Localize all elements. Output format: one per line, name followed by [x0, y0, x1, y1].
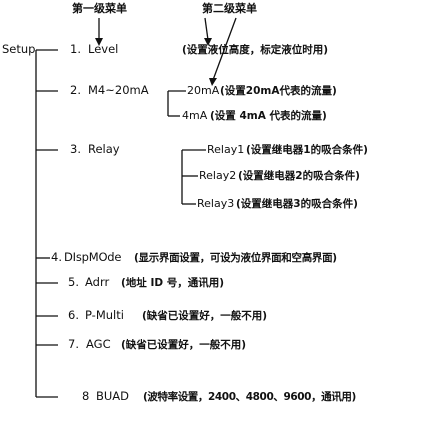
- item-name: DIspMOde: [64, 250, 122, 264]
- item-description: (波特率设置，2400、4800、9600，通讯用): [143, 391, 356, 403]
- root-label: Setup: [2, 42, 36, 56]
- submenu-name: Relay2: [199, 169, 237, 182]
- item-description: (缺省已设置好，一般不用): [142, 310, 268, 322]
- item-description: (设置液位高度，标定液位时用): [182, 44, 329, 56]
- item-number: 5.: [68, 275, 79, 289]
- item-name: AGC: [86, 337, 111, 351]
- header-level1-label: 第一级菜单: [72, 2, 127, 15]
- item-number: 6.: [68, 308, 79, 322]
- item-number: 7.: [68, 337, 79, 351]
- item-name: M4~20mA: [88, 83, 149, 97]
- submenu-description: (设置继电器1的吸合条件): [246, 144, 368, 156]
- item-number: 8: [82, 389, 90, 403]
- item-name: P-Multi: [85, 308, 124, 322]
- item-number: 4.: [51, 250, 62, 264]
- submenu-description: (设置继电器2的吸合条件): [238, 170, 360, 182]
- header-level2-label: 第二级菜单: [202, 2, 257, 15]
- submenu-description: (设置继电器3的吸合条件): [236, 198, 358, 210]
- item-number: 2.: [70, 83, 81, 97]
- submenu-name: Relay1: [207, 143, 245, 156]
- arrow-down-icon: [204, 38, 212, 46]
- submenu-description: (设置20mA代表的流量): [220, 85, 337, 97]
- item-name: Level: [88, 42, 119, 56]
- item-name: Relay: [88, 142, 120, 156]
- header-level2-pointer-right: [212, 17, 237, 81]
- item-number: 3.: [70, 142, 81, 156]
- arrow-down-icon: [209, 78, 217, 86]
- item-description: (缺省已设置好，一般不用): [121, 339, 247, 351]
- submenu-description: (设置 4mA 代表的流量): [210, 110, 327, 122]
- header-level2-pointer-left: [204, 17, 209, 41]
- item-name: Adrr: [85, 275, 110, 289]
- item-name: BUAD: [96, 389, 130, 403]
- submenu-name: Relay3: [197, 197, 235, 210]
- arrow-down-icon: [95, 38, 103, 46]
- item-description: (显示界面设置，可设为液位界面和空高界面): [134, 252, 337, 264]
- item-number: 1.: [70, 42, 81, 56]
- submenu-name: 20mA: [187, 84, 220, 97]
- item-description: (地址 ID 号，通讯用): [121, 277, 225, 289]
- submenu-name: 4mA: [182, 109, 208, 122]
